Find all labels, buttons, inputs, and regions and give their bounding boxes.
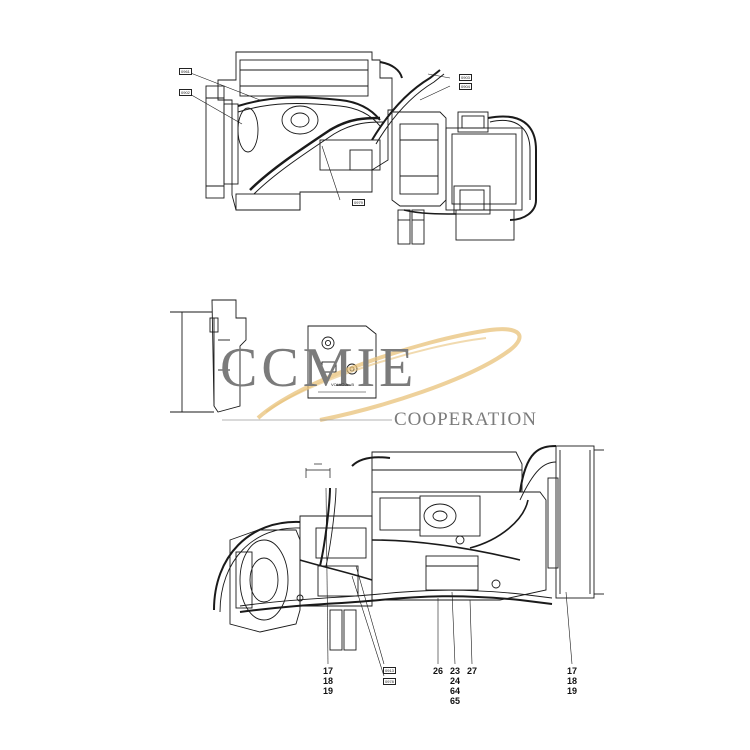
- callout-number: 18: [566, 676, 577, 686]
- callout-number: 19: [566, 686, 577, 696]
- callout-number: 26: [432, 666, 443, 676]
- top-engine-view: [187, 51, 537, 245]
- callout-group-right: 17 18 19: [564, 666, 580, 696]
- callout-number: 23: [449, 666, 460, 676]
- watermark-subtitle: COOPERATION: [394, 409, 537, 430]
- part-tag: 0904: [459, 83, 472, 90]
- callout-number: 24: [449, 676, 460, 686]
- part-tag: 0978: [383, 678, 396, 685]
- part-tag: 0961: [179, 68, 192, 75]
- callout-group-mid-c: 27: [464, 666, 480, 676]
- callout-number: 65: [449, 696, 460, 706]
- bottom-engine-view: [213, 445, 604, 677]
- callout-number: 27: [466, 666, 477, 676]
- part-tag: 0913: [383, 667, 396, 674]
- callout-number: 64: [449, 686, 460, 696]
- callout-group-mid-a: 26: [430, 666, 446, 676]
- part-tag: 0902: [179, 89, 192, 96]
- part-tag: 0903: [459, 74, 472, 81]
- watermark-swoosh: [222, 327, 522, 422]
- part-tag: 0979: [352, 199, 365, 206]
- callout-group-mid-b: 23 24 64 65: [447, 666, 463, 706]
- watermark-brand: CCMIE: [220, 337, 418, 399]
- callout-number: 17: [322, 666, 333, 676]
- callout-group-left: 17 18 19: [320, 666, 336, 696]
- callout-number: 18: [322, 676, 333, 686]
- plate-label: VOLVO A...B: [331, 382, 355, 387]
- callout-number: 17: [566, 666, 577, 676]
- callout-number: 19: [322, 686, 333, 696]
